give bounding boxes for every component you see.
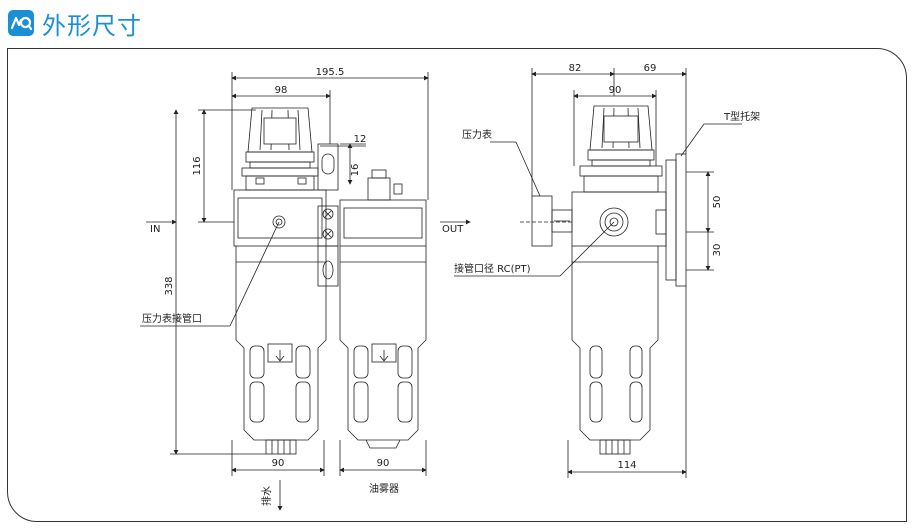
dim-regulator-width: 98 [275, 85, 288, 96]
drawing-frame [7, 48, 907, 522]
filter-bowl [235, 246, 327, 455]
regulator-knob [245, 107, 315, 169]
filter-regulator-body [233, 189, 327, 247]
dim-side-regulator-width: 90 [609, 85, 622, 96]
dim-right-width: 69 [644, 63, 657, 74]
page-title: 外形尺寸 [42, 11, 142, 40]
label-port-size: 接管口径 RC(PT) [454, 262, 531, 275]
label-pressure-gauge: 压力表 [462, 128, 492, 141]
joiner-block [317, 205, 339, 247]
dim-bracket-hole: 30 [712, 244, 723, 257]
brand-logo-icon [8, 10, 34, 36]
lubricator-bowl [339, 246, 427, 449]
lubricator-body [339, 199, 427, 247]
label-t-bracket: T型托架 [723, 110, 760, 123]
mounting-bracket [317, 143, 339, 191]
front-dimension-lines [140, 72, 471, 511]
dim-filter-bottom: 90 [272, 458, 285, 469]
side-bowl [571, 246, 659, 441]
gauge-port-circle [272, 215, 286, 229]
regulator-cap [241, 167, 319, 177]
side-dimension-lines [454, 68, 742, 478]
label-inlet: IN [150, 224, 160, 235]
label-gauge-port: 压力表接管口 [142, 312, 202, 325]
t-bracket [665, 159, 677, 281]
dim-left-width: 82 [569, 63, 582, 74]
pressure-gauge [531, 195, 553, 247]
section-header: 外形尺寸 [8, 6, 142, 40]
dim-overall-width: 195.5 [316, 67, 345, 78]
dim-bracket-height-side: 50 [712, 196, 723, 209]
side-view [454, 68, 742, 478]
label-drain: 排水 [260, 486, 273, 506]
front-view [140, 72, 471, 511]
label-lubricator: 油雾器 [369, 482, 399, 495]
dim-bracket-height: 16 [350, 164, 361, 177]
dim-lubricator-bottom: 90 [377, 458, 390, 469]
side-regulator-knob [587, 105, 655, 167]
dim-side-bottom: 114 [617, 460, 636, 471]
label-outlet: OUT [442, 224, 464, 235]
dim-bracket-width: 12 [354, 134, 367, 145]
side-body [571, 191, 667, 247]
oil-adjust-knob [367, 177, 391, 201]
dim-top-height: 116 [192, 156, 203, 175]
dim-total-height: 338 [164, 276, 175, 295]
side-port-circle [599, 207, 629, 237]
